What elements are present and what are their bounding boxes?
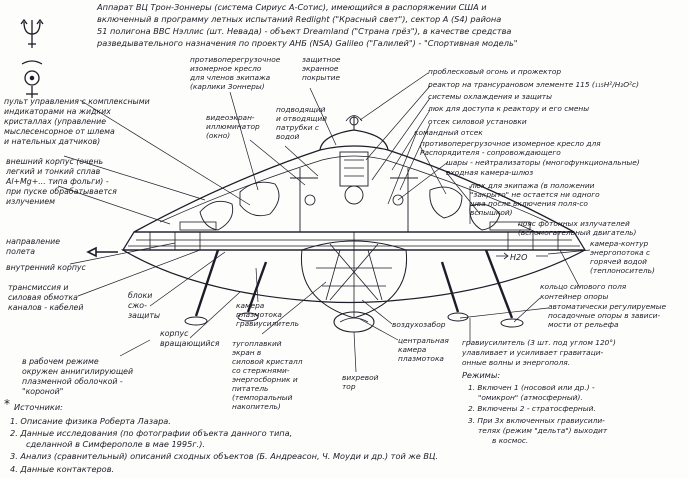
beacon-light bbox=[349, 116, 359, 126]
landing-foot bbox=[447, 312, 469, 322]
callout-reactor-hatch: люк для доступа к реактору и его смены bbox=[427, 104, 589, 113]
source-line: 1. Описание физика Роберта Лазара. bbox=[10, 416, 171, 426]
callout-energy-chamber: камера-контур энергопотока с горячей вод… bbox=[590, 239, 655, 275]
mode-line: 3. При 3х включенных гравиусили- bbox=[468, 416, 605, 425]
left-callouts: пульт управления с комплексными индикато… bbox=[4, 97, 220, 396]
header-line: разведывательного назначения по проекту … bbox=[96, 38, 518, 48]
h2o-label: H2O bbox=[510, 253, 527, 262]
callout-reactor: реактор на трансурановом элементе 115 (₁… bbox=[427, 80, 639, 89]
reactor bbox=[339, 151, 369, 187]
callout-plasma-chamber-amplifier: камера плазмотока гравиусилитель bbox=[236, 301, 299, 328]
upper-hull bbox=[133, 145, 575, 233]
modes-heading: Режимы: bbox=[462, 370, 500, 380]
sources-heading: Источники: bbox=[14, 402, 63, 412]
modes-block: Режимы: 1. Включен 1 (носовой или др.) -… bbox=[462, 370, 608, 445]
callout-protection-blocks: блоки сжо- защиты bbox=[128, 291, 160, 320]
header-line: включенный в программу летных испытаний … bbox=[97, 14, 501, 24]
callout-viewscreen: видеоэкран- иллюминатор (окно) bbox=[206, 113, 262, 140]
source-line: 4. Данные контактеров. bbox=[10, 464, 114, 474]
top-callouts: противоперегрузочное изомерное кресло дл… bbox=[189, 55, 343, 141]
callout-crew-seat: противоперегрузочное изомерное кресло дл… bbox=[189, 55, 283, 91]
landing-foot bbox=[237, 312, 259, 322]
callout-photon-belt: пояс фотонных излучателей (вспомогательн… bbox=[518, 219, 637, 237]
seat-left bbox=[239, 181, 280, 217]
bottom-callouts: камера плазмотока гравиусилитель тугопла… bbox=[232, 301, 618, 411]
right-callouts: проблесковый огонь и прожектор реактор н… bbox=[414, 67, 668, 329]
callout-vortex-torus: вихревой тор bbox=[342, 373, 381, 391]
callout-air-intake: воздухозабор bbox=[392, 320, 446, 329]
callout-flight-direction: направление полета bbox=[6, 237, 63, 256]
mode-line: телях (режим "дельта") выходит bbox=[478, 426, 608, 435]
callout-central-plasma-chamber: центральная камера плазмотока bbox=[398, 336, 451, 363]
leader-lines bbox=[57, 72, 591, 373]
callout-cooling: системы охлаждения и защиты bbox=[428, 92, 552, 101]
craft-drawing: H2O bbox=[86, 115, 587, 333]
sources-block: * Источники: 1. Описание физика Роберта … bbox=[4, 397, 438, 474]
callout-shield-coating: защитное экранное покрытие bbox=[302, 55, 343, 82]
callout-beacon: проблесковый огонь и прожектор bbox=[428, 67, 561, 76]
callout-power-crystal: тугоплавкий экран в силовой кристалл со … bbox=[232, 339, 305, 411]
callout-plasma-corona: в рабочем режиме окружен аннигилирующей … bbox=[22, 357, 136, 396]
header-line: Аппарат ВЦ Трон-Зоннеры (система Сириус … bbox=[96, 2, 487, 12]
callout-outer-hull: внешний корпус (очень легкий и тонкий сп… bbox=[5, 157, 119, 206]
lower-hull bbox=[120, 249, 586, 304]
mode-line: 2. Включены 2 - стратосферный. bbox=[468, 404, 596, 413]
callout-rotating-hull: корпус вращающийся bbox=[160, 329, 220, 348]
source-line: 3. Анализ (сравнительный) описаний сходн… bbox=[10, 451, 438, 461]
callout-power-bay: отсек силовой установки bbox=[428, 117, 527, 126]
callout-escort-seat: противоперегрузочное изомерное кресло дл… bbox=[420, 139, 603, 157]
mode-line: 1. Включен 1 (носовой или др.) - bbox=[468, 383, 595, 392]
callout-neutralizer-spheres: шары - нейтрализаторы (многофункциональн… bbox=[446, 158, 640, 167]
source-line: сделанной в Симферополе в мае 1995г.). bbox=[26, 439, 205, 449]
trident-symbol bbox=[20, 18, 44, 48]
callout-airlock: входная камера-шлюз bbox=[446, 168, 533, 177]
callout-gravity-amplifier: гравиусилитель (3 шт. под углом 120°) ул… bbox=[461, 338, 618, 367]
landing-foot bbox=[500, 318, 524, 328]
astro-symbol bbox=[21, 60, 43, 98]
svg-text:*: * bbox=[4, 397, 10, 411]
mode-line: "омикрон" (атмосферный). bbox=[478, 393, 583, 402]
callout-water-pipes: подводящий и отводящий патрубки с водой bbox=[276, 105, 329, 141]
header: Аппарат ВЦ Трон-Зоннеры (система Сириус … bbox=[96, 2, 518, 48]
callout-command-bay: командный отсек bbox=[414, 128, 483, 137]
header-line: 51 полигона ВВС Нэллис (шт. Невада) - об… bbox=[97, 26, 511, 36]
callout-force-ring: кольцо силового поля bbox=[540, 282, 627, 291]
callout-crew-hatch: люк для экипажа (в положении "закрыто" н… bbox=[469, 181, 602, 217]
source-line: 2. Данные исследования (по фотографии об… bbox=[10, 428, 292, 438]
callout-control-panel: пульт управления с комплексными индикато… bbox=[4, 97, 152, 146]
callout-support-container: контейнер опоры bbox=[540, 292, 608, 301]
callout-landing-supports: автоматически регулируемые посадочные оп… bbox=[548, 302, 668, 329]
landing-foot bbox=[184, 316, 208, 326]
seat-right bbox=[429, 186, 463, 219]
callout-inner-hull: внутренний корпус bbox=[6, 263, 87, 272]
callout-transmission: трансмиссия и силовая обмотка каналов - … bbox=[8, 283, 83, 312]
mode-line: в космос. bbox=[492, 436, 528, 445]
